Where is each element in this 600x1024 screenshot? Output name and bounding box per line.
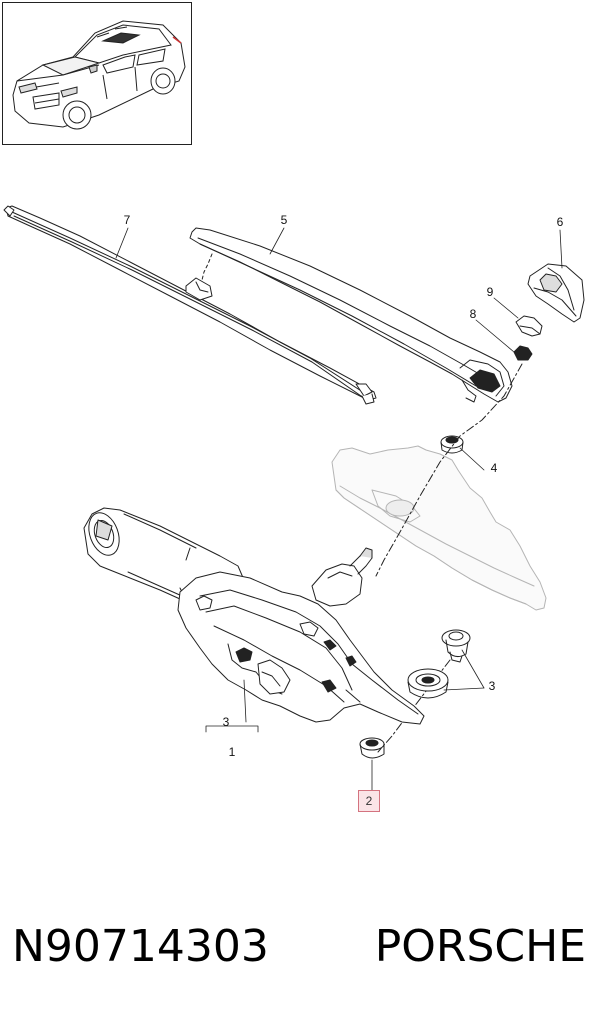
suv-illustration [12, 20, 186, 130]
callout-2-highlighted[interactable]: 2 [358, 790, 380, 812]
vehicle-thumbnail [2, 2, 192, 145]
grommet-upper [440, 435, 464, 454]
part-number: N90714303 [12, 920, 269, 972]
wiper-blade [3, 205, 377, 405]
callout-1: 1 [228, 745, 236, 759]
callout-3-bushings: 3 [488, 679, 496, 693]
bushing-upper-right [441, 629, 471, 663]
callout-6: 6 [556, 215, 564, 229]
callout-9: 9 [486, 285, 494, 299]
wiper-arm [189, 227, 513, 403]
callout-3-group: 3 [222, 715, 230, 729]
wiper-motor-assembly [83, 507, 425, 725]
brand-name: PORSCHE [374, 920, 586, 972]
callout-8: 8 [469, 307, 477, 321]
bushing-lower-right [407, 668, 449, 699]
callout-7: 7 [123, 213, 131, 227]
cover-insert [515, 315, 543, 337]
hex-nut [513, 345, 533, 361]
callout-5: 5 [280, 213, 288, 227]
part-footer: N90714303 PORSCHE [0, 918, 600, 974]
leader-lines [115, 227, 563, 791]
callout-4: 4 [490, 461, 498, 475]
mounting-nut [359, 737, 385, 759]
cover-cap [527, 263, 585, 323]
tailgate-panel-outline [331, 445, 547, 611]
